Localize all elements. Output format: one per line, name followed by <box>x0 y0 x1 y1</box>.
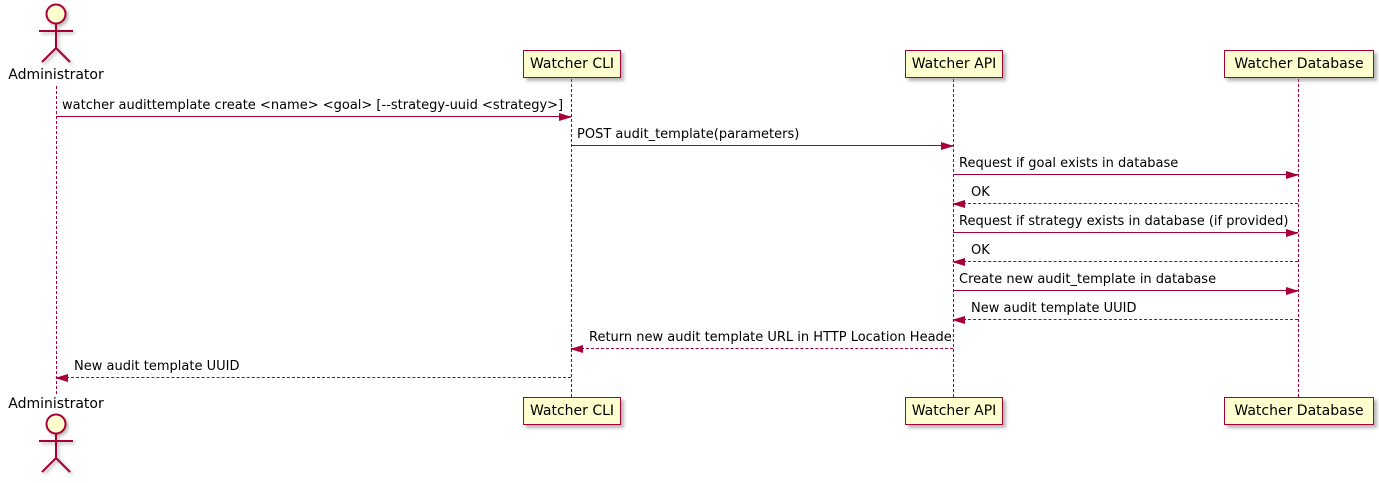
message-line-solid <box>56 116 571 117</box>
message-5: Request if strategy exists in database (… <box>953 212 1299 237</box>
participant-box-watcher-database: Watcher Database <box>1224 50 1374 78</box>
arrowhead-icon <box>941 142 954 150</box>
lifeline-watcher-database <box>1297 79 1299 397</box>
message-label: New audit template UUID <box>74 359 240 374</box>
arrowhead-icon <box>559 113 572 121</box>
lifeline-watcher-api <box>952 79 954 397</box>
message-label: watcher audittemplate create <name> <goa… <box>62 98 564 113</box>
message-label: POST audit_template(parameters) <box>577 127 800 142</box>
message-label: Request if strategy exists in database (… <box>959 214 1289 229</box>
message-line-dashed <box>953 319 1298 320</box>
lifeline-administrator <box>55 86 57 394</box>
arrowhead-icon <box>1286 229 1299 237</box>
message-line-solid <box>953 174 1298 175</box>
message-1: watcher audittemplate create <name> <goa… <box>56 96 572 121</box>
actor-stick-figure-icon <box>39 3 73 63</box>
arrowhead-icon <box>55 374 68 382</box>
message-line-solid <box>571 145 953 146</box>
message-10: New audit template UUID <box>55 357 571 382</box>
message-label: New audit template UUID <box>971 301 1137 316</box>
participant-box-watcher-api: Watcher API <box>905 50 1003 78</box>
message-label: OK <box>971 243 990 258</box>
message-line-solid <box>953 290 1298 291</box>
message-line-dashed <box>56 377 571 378</box>
participant-box-watcher-database: Watcher Database <box>1224 397 1374 425</box>
message-7: Create new audit_template in database <box>953 270 1299 295</box>
arrowhead-icon <box>952 200 965 208</box>
message-6: OK <box>952 241 1298 266</box>
message-line-dashed <box>953 203 1298 204</box>
participant-box-watcher-api: Watcher API <box>905 397 1003 425</box>
lifeline-watcher-cli <box>570 79 572 397</box>
message-label: Return new audit template URL in HTTP Lo… <box>589 330 953 345</box>
arrowhead-icon <box>1286 171 1299 179</box>
actor-stick-figure-icon <box>39 413 73 473</box>
message-9: Return new audit template URL in HTTP Lo… <box>570 328 953 353</box>
message-line-dashed <box>953 261 1298 262</box>
message-4: OK <box>952 183 1298 208</box>
participant-box-watcher-cli: Watcher CLI <box>523 397 621 425</box>
arrowhead-icon <box>570 345 583 353</box>
message-label: Request if goal exists in database <box>959 156 1179 171</box>
arrowhead-icon <box>952 316 965 324</box>
participant-box-watcher-cli: Watcher CLI <box>523 50 621 78</box>
actor-figure-administrator <box>24 413 88 479</box>
message-3: Request if goal exists in database <box>953 154 1299 179</box>
actor-label-administrator: Administrator <box>8 396 104 412</box>
message-label: OK <box>971 185 990 200</box>
message-line-dashed <box>571 348 953 349</box>
message-label: Create new audit_template in database <box>959 272 1217 287</box>
arrowhead-icon <box>1286 287 1299 295</box>
message-8: New audit template UUID <box>952 299 1298 324</box>
actor-label-administrator: Administrator <box>8 67 104 83</box>
message-2: POST audit_template(parameters) <box>571 125 954 150</box>
actor-figure-administrator <box>24 3 88 69</box>
message-line-solid <box>953 232 1298 233</box>
arrowhead-icon <box>952 258 965 266</box>
